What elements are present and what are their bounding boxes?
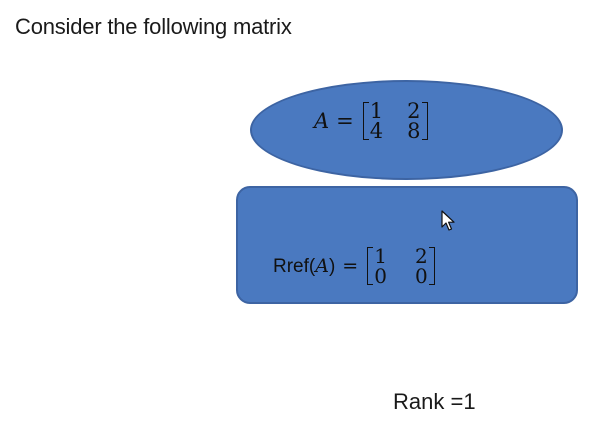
- rref-matrix: 1 2 0 0: [367, 244, 436, 288]
- matrix-a-equation: A = 1 2 4 8: [314, 99, 428, 143]
- equals-sign: =: [342, 255, 359, 277]
- matrix-a-symbol: A: [314, 109, 330, 133]
- equals-sign: =: [336, 109, 354, 133]
- rref-equation: Rref(A) = 1 2 0 0: [273, 244, 436, 288]
- matrix-a-cell: 2: [407, 99, 421, 123]
- matrix-a-cell: 1: [369, 99, 384, 123]
- rref-box: [236, 186, 578, 304]
- rref-matrix-cell: 0: [374, 264, 387, 288]
- matrix-a-ellipse: [250, 80, 563, 180]
- slide-heading: Consider the following matrix: [15, 14, 292, 39]
- arrow-cursor-icon: [441, 210, 455, 231]
- matrix-a: 1 2 4 8: [362, 99, 428, 143]
- matrix-a-cell: 8: [407, 119, 421, 143]
- rref-matrix-cell: 2: [414, 244, 428, 268]
- rank-label: Rank =1: [393, 389, 476, 414]
- rref-matrix-cell: 0: [414, 264, 428, 288]
- rref-label: Rref(A): [273, 254, 336, 277]
- matrix-a-cell: 4: [369, 119, 384, 143]
- rref-matrix-cell: 1: [374, 244, 387, 268]
